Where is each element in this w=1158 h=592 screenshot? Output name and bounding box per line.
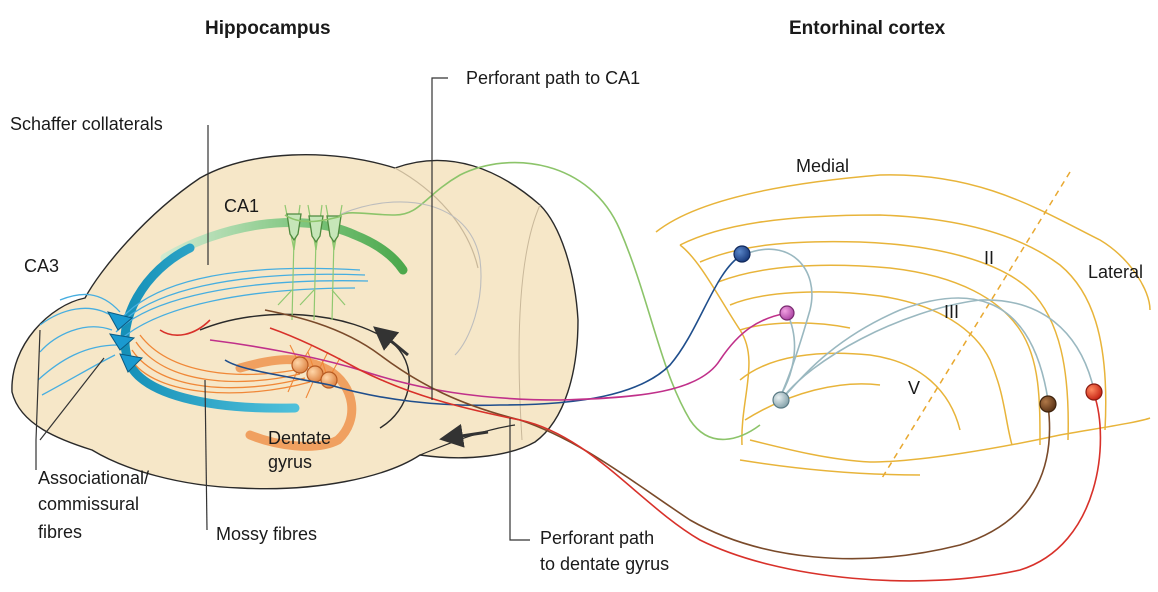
medial-lateral-boundary [882,172,1070,478]
label-perforant-path-ca1: Perforant path to CA1 [466,68,640,88]
entorhinal-cortex-title: Entorhinal cortex [789,18,946,39]
lateral-red-neuron [1086,384,1102,400]
label-layer-ii: II [984,248,994,268]
label-lateral: Lateral [1088,262,1143,282]
label-fibres: fibres [38,522,82,542]
entorhinal-cortex-layers [656,175,1150,475]
label-medial: Medial [796,156,849,176]
granule-cell [292,357,308,373]
label-mossy-fibres: Mossy fibres [216,524,317,544]
layer-iii-grey-neuron [773,392,789,408]
label-dentate: Dentate [268,428,331,448]
label-layer-iii: III [944,302,959,322]
label-perforant-path-dg-2: to dentate gyrus [540,554,669,574]
layer-ii-blue-neuron [734,246,750,262]
label-ca3: CA3 [24,256,59,276]
label-ca1: CA1 [224,196,259,216]
lateral-brown-neuron [1040,396,1056,412]
hippocampus-title: Hippocampus [205,18,331,39]
label-perforant-path-dg-1: Perforant path [540,528,654,548]
layer-ii-pink-neuron [780,306,794,320]
label-commissural: commissural [38,494,139,514]
label-layer-v: V [908,378,920,398]
label-gyrus: gyrus [268,452,312,472]
label-schaffer-collaterals: Schaffer collaterals [10,114,163,134]
label-associational: Associational/ [38,468,149,488]
